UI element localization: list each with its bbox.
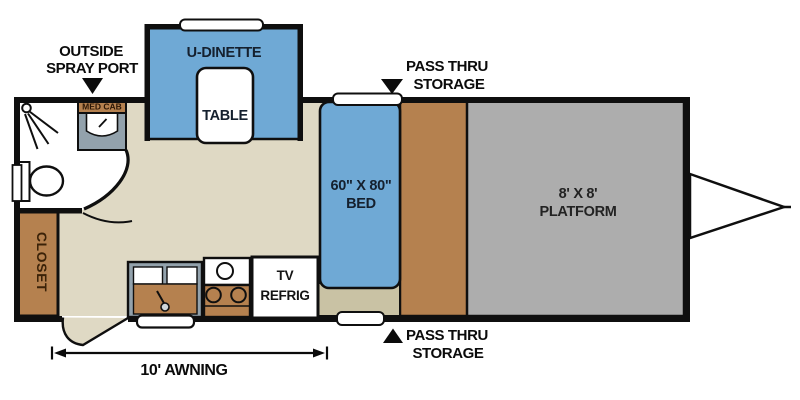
bed-size-label: 60" X 80" — [330, 178, 391, 194]
closet-label: CLOSET — [34, 232, 50, 292]
bed-area: 60" X 80" BED — [318, 92, 403, 290]
arrow-right-icon — [313, 348, 325, 358]
bed-window — [332, 92, 403, 106]
burner-icon — [216, 262, 234, 280]
spray-port-label-line1: OUTSIDE — [59, 43, 123, 60]
pass-thru-top-line2: STORAGE — [413, 76, 484, 93]
arrow-down-icon — [381, 79, 403, 94]
rear-bottom-window — [336, 311, 385, 326]
exterior-walls — [14, 97, 690, 322]
tv-label: TV — [277, 268, 294, 283]
kitchen-sink-unit — [126, 260, 204, 319]
bathroom-wall — [14, 208, 82, 214]
pass-thru-bottom-callout: PASS THRU STORAGE — [383, 327, 488, 362]
dinette-label: U-DINETTE — [187, 45, 262, 61]
entry-door-leaf — [62, 317, 128, 345]
bathroom-door-swing-arc — [82, 212, 133, 224]
pass-thru-storage-area — [398, 98, 469, 318]
med-cab-label: MED CAB — [82, 102, 122, 112]
closet-area — [15, 206, 60, 318]
pass-thru-bottom-line1: PASS THRU — [406, 327, 488, 344]
vanity-faucet-icon — [98, 118, 108, 128]
arrow-up-icon — [383, 328, 403, 343]
toilet-icon — [18, 161, 65, 202]
entry-door-swing — [61, 316, 129, 347]
bathroom-window — [11, 164, 23, 202]
refrig-label: REFRIG — [260, 288, 309, 303]
tv-refrig-unit: TV REFRIG — [250, 255, 320, 320]
burner-icon — [230, 286, 247, 304]
pass-thru-bottom-line2: STORAGE — [412, 345, 483, 362]
spray-port-callout: OUTSIDE SPRAY PORT — [46, 43, 139, 94]
arrow-down-icon — [82, 78, 103, 94]
bed-label: BED — [346, 196, 376, 212]
bathroom-curved-partition — [83, 149, 130, 211]
table-label: TABLE — [202, 108, 248, 124]
awning-dimension: 10' AWNING — [50, 346, 329, 379]
vanity-unit: MED CAB — [77, 97, 127, 151]
arrow-left-icon — [54, 348, 66, 358]
spray-port-label-line2: SPRAY PORT — [46, 60, 138, 77]
dinette-slideout: U-DINETTE TABLE — [144, 18, 303, 145]
pass-thru-top-line1: PASS THRU — [406, 58, 488, 75]
trailer-hitch — [688, 172, 791, 240]
pass-thru-top-callout: PASS THRU STORAGE — [381, 58, 488, 94]
platform-size-label: 8' X 8' — [559, 186, 598, 202]
stove-unit — [202, 256, 252, 319]
sink-drain-icon — [160, 302, 170, 312]
platform-label: PLATFORM — [539, 204, 616, 220]
burner-icon — [205, 286, 222, 304]
dinette-table — [195, 66, 255, 145]
shower-icon — [21, 102, 59, 150]
entry-step — [135, 314, 196, 329]
awning-label: 10' AWNING — [140, 362, 227, 379]
dinette-window — [179, 18, 264, 32]
